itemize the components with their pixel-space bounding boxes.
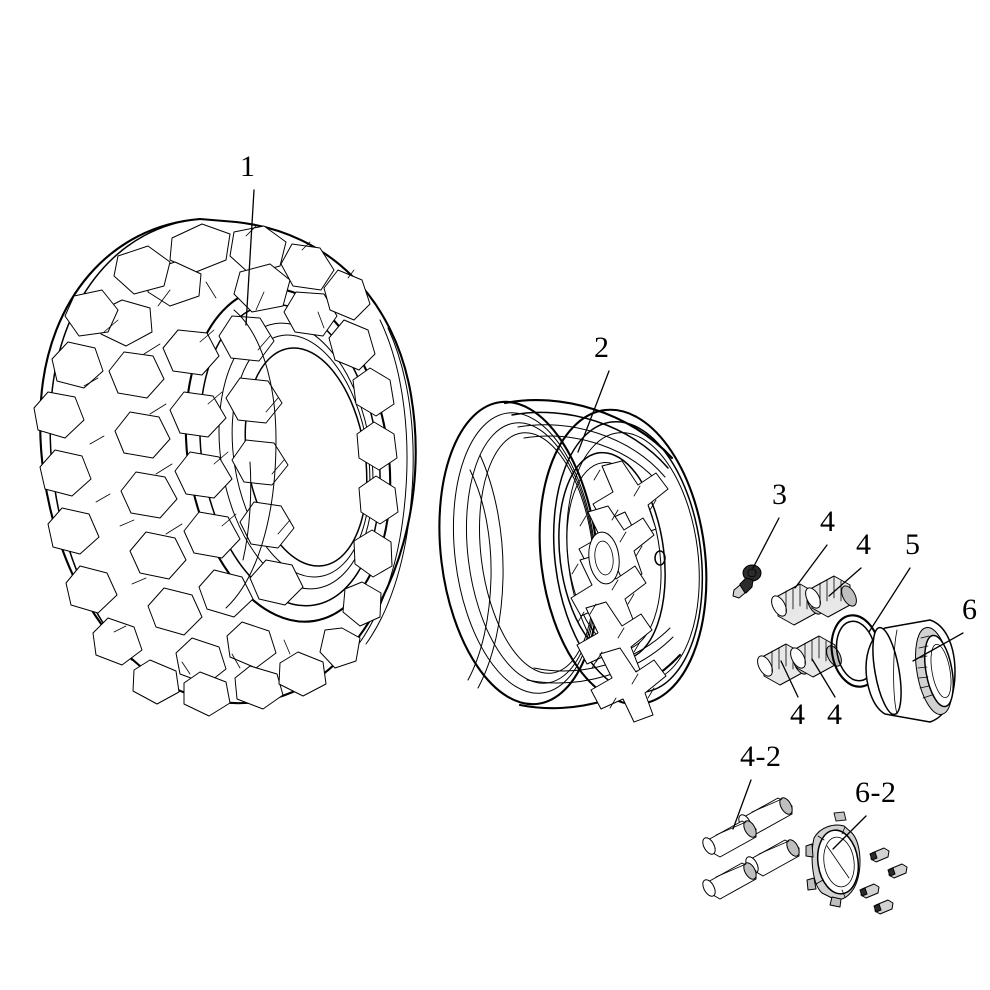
leader-4-2 — [732, 779, 752, 830]
part-tire — [33, 217, 417, 717]
part-wheel-studs — [702, 797, 800, 900]
callout-3: 3 — [772, 478, 788, 511]
callout-6: 6 — [962, 593, 978, 626]
part-wheel-rim — [438, 399, 708, 723]
bracket-screws — [859, 847, 908, 915]
leader-6-2 — [832, 815, 867, 850]
leader-2 — [577, 370, 610, 453]
wheel-stud — [702, 820, 757, 858]
leader-6 — [912, 632, 964, 662]
leader-4c — [780, 660, 799, 698]
callout-4c: 4 — [790, 698, 806, 731]
part-hub-cap-bracket — [805, 811, 908, 915]
leader-3 — [752, 517, 780, 569]
callout-2: 2 — [594, 331, 610, 364]
leader-4b — [828, 567, 862, 597]
leader-5 — [868, 567, 911, 633]
callout-4d: 4 — [827, 698, 843, 731]
wheel-stud — [702, 862, 757, 900]
part-valve-stem — [732, 564, 762, 599]
part-hub-cap — [865, 619, 956, 723]
callout-4-2: 4-2 — [740, 740, 782, 773]
callout-4a: 4 — [820, 505, 836, 538]
callout-4b: 4 — [856, 528, 872, 561]
leader-4a — [794, 544, 828, 589]
callout-6-2: 6-2 — [855, 776, 897, 809]
leader-lines — [245, 189, 964, 850]
callout-5: 5 — [905, 528, 921, 561]
part-lug-nuts — [757, 575, 857, 686]
leader-1 — [245, 189, 255, 326]
callout-1: 1 — [240, 150, 256, 183]
lug-nut — [790, 635, 842, 678]
leader-4d — [811, 658, 836, 698]
